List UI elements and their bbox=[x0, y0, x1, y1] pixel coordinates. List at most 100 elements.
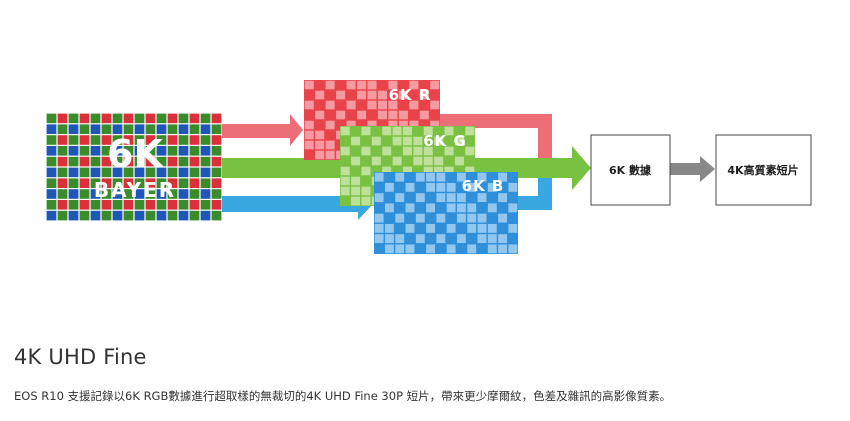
green-panel-cell bbox=[351, 196, 361, 206]
red-panel-cell bbox=[388, 80, 398, 90]
bayer-cell bbox=[46, 156, 57, 167]
blue-panel-cell bbox=[508, 172, 518, 182]
red-panel-cell bbox=[315, 100, 325, 110]
red-panel-cell bbox=[430, 80, 440, 90]
blue-panel-cell bbox=[477, 244, 487, 254]
blue-arrow-out bbox=[518, 174, 552, 210]
blue-arrow-in bbox=[222, 188, 373, 220]
blue-panel-cell bbox=[456, 182, 466, 192]
blue-panel-cell bbox=[498, 172, 508, 182]
green-panel-cell bbox=[444, 146, 454, 156]
blue-panel-cell bbox=[395, 213, 405, 223]
red-panel-cell bbox=[367, 100, 377, 110]
green-panel-cell bbox=[371, 166, 381, 176]
blue-panel-cell bbox=[436, 213, 446, 223]
red-panel-cell bbox=[430, 110, 440, 120]
bayer-cell bbox=[57, 124, 68, 134]
blue-panel-cell bbox=[415, 172, 425, 182]
bayer-cell bbox=[156, 210, 167, 221]
blue-panel-cell bbox=[446, 193, 456, 203]
red-panel-cell bbox=[377, 90, 387, 100]
bayer-cell bbox=[112, 113, 123, 124]
blue-panel-cell bbox=[456, 172, 466, 182]
green-panel-cell bbox=[454, 156, 464, 166]
bayer-cell bbox=[90, 210, 101, 221]
blue-panel-cell bbox=[374, 172, 384, 182]
bayer-cell bbox=[189, 135, 200, 145]
blue-panel-cell bbox=[384, 223, 394, 233]
bayer-cell bbox=[134, 210, 145, 221]
blue-panel-cell bbox=[467, 213, 477, 223]
red-panel-cell bbox=[419, 90, 429, 100]
blue-panel-cell bbox=[477, 172, 487, 182]
section-title: 4K UHD Fine bbox=[14, 345, 147, 369]
red-panel-cell bbox=[409, 100, 419, 110]
bayer-cell bbox=[57, 135, 68, 145]
green-panel-cell bbox=[423, 166, 433, 176]
bayer-cell bbox=[79, 124, 90, 134]
bayer-cell bbox=[57, 146, 68, 156]
bayer-cell bbox=[90, 146, 101, 156]
red-panel-cell bbox=[388, 90, 398, 100]
blue-panel-cell bbox=[467, 234, 477, 244]
green-panel-cell bbox=[413, 126, 423, 136]
blue-panel-cell bbox=[446, 213, 456, 223]
blue-panel-cell bbox=[384, 172, 394, 182]
bayer-cell bbox=[189, 167, 200, 178]
bayer-cell bbox=[211, 124, 222, 134]
bayer-cell bbox=[101, 167, 112, 178]
output-box-label: 4K高質素短片 bbox=[727, 163, 798, 177]
blue-panel-cell bbox=[374, 193, 384, 203]
blue-panel-cell bbox=[405, 244, 415, 254]
green-panel-cell bbox=[413, 136, 423, 146]
bayer-cell bbox=[90, 200, 101, 210]
bayer-cell bbox=[200, 178, 211, 188]
bayer-cell bbox=[123, 146, 134, 156]
blue-panel-cell bbox=[436, 172, 446, 182]
bayer-cell bbox=[112, 146, 123, 156]
green-panel-cell bbox=[382, 126, 392, 136]
red-panel-cell bbox=[304, 110, 314, 120]
bayer-cell bbox=[189, 124, 200, 134]
green-panel-cell bbox=[382, 156, 392, 166]
red-panel-cell bbox=[409, 90, 419, 100]
red-panel-cell bbox=[315, 80, 325, 90]
blue-panel-cell bbox=[487, 213, 497, 223]
blue-panel-cell bbox=[467, 244, 477, 254]
red-panel-cell bbox=[325, 140, 335, 150]
blue-panel-cell bbox=[477, 223, 487, 233]
bayer-cell bbox=[145, 113, 156, 124]
blue-panel-cell bbox=[415, 203, 425, 213]
red-panel-cell bbox=[357, 110, 367, 120]
bayer-cell bbox=[156, 156, 167, 167]
blue-panel bbox=[374, 172, 518, 254]
green-panel-cell bbox=[361, 126, 371, 136]
green-panel-cell bbox=[392, 126, 402, 136]
bayer-label-6k: 6K bbox=[107, 132, 164, 176]
blue-panel-cell bbox=[415, 234, 425, 244]
data-box-label: 6K 數據 bbox=[609, 163, 652, 177]
red-panel-cell bbox=[357, 80, 367, 90]
bayer-cell bbox=[112, 178, 123, 188]
red-panel-cell bbox=[315, 140, 325, 150]
blue-panel-cell bbox=[384, 182, 394, 192]
blue-panel-cell bbox=[487, 234, 497, 244]
bayer-cell bbox=[101, 146, 112, 156]
green-panel-cell bbox=[454, 146, 464, 156]
red-panel-cell bbox=[325, 130, 335, 140]
blue-panel-cell bbox=[426, 213, 436, 223]
red-panel-cell bbox=[315, 120, 325, 130]
bayer-cell bbox=[79, 200, 90, 210]
blue-panel-cell bbox=[384, 203, 394, 213]
blue-panel-cell bbox=[487, 203, 497, 213]
blue-panel-cell bbox=[508, 244, 518, 254]
green-panel-cell bbox=[340, 156, 350, 166]
bayer-cell bbox=[178, 178, 189, 188]
green-panel-cell bbox=[434, 156, 444, 166]
red-panel-cell bbox=[336, 100, 346, 110]
blue-panel-cell bbox=[456, 223, 466, 233]
green-panel-cell bbox=[361, 196, 371, 206]
bayer-cell bbox=[211, 146, 222, 156]
bayer-cell bbox=[68, 178, 79, 188]
green-panel-cell bbox=[340, 126, 350, 136]
